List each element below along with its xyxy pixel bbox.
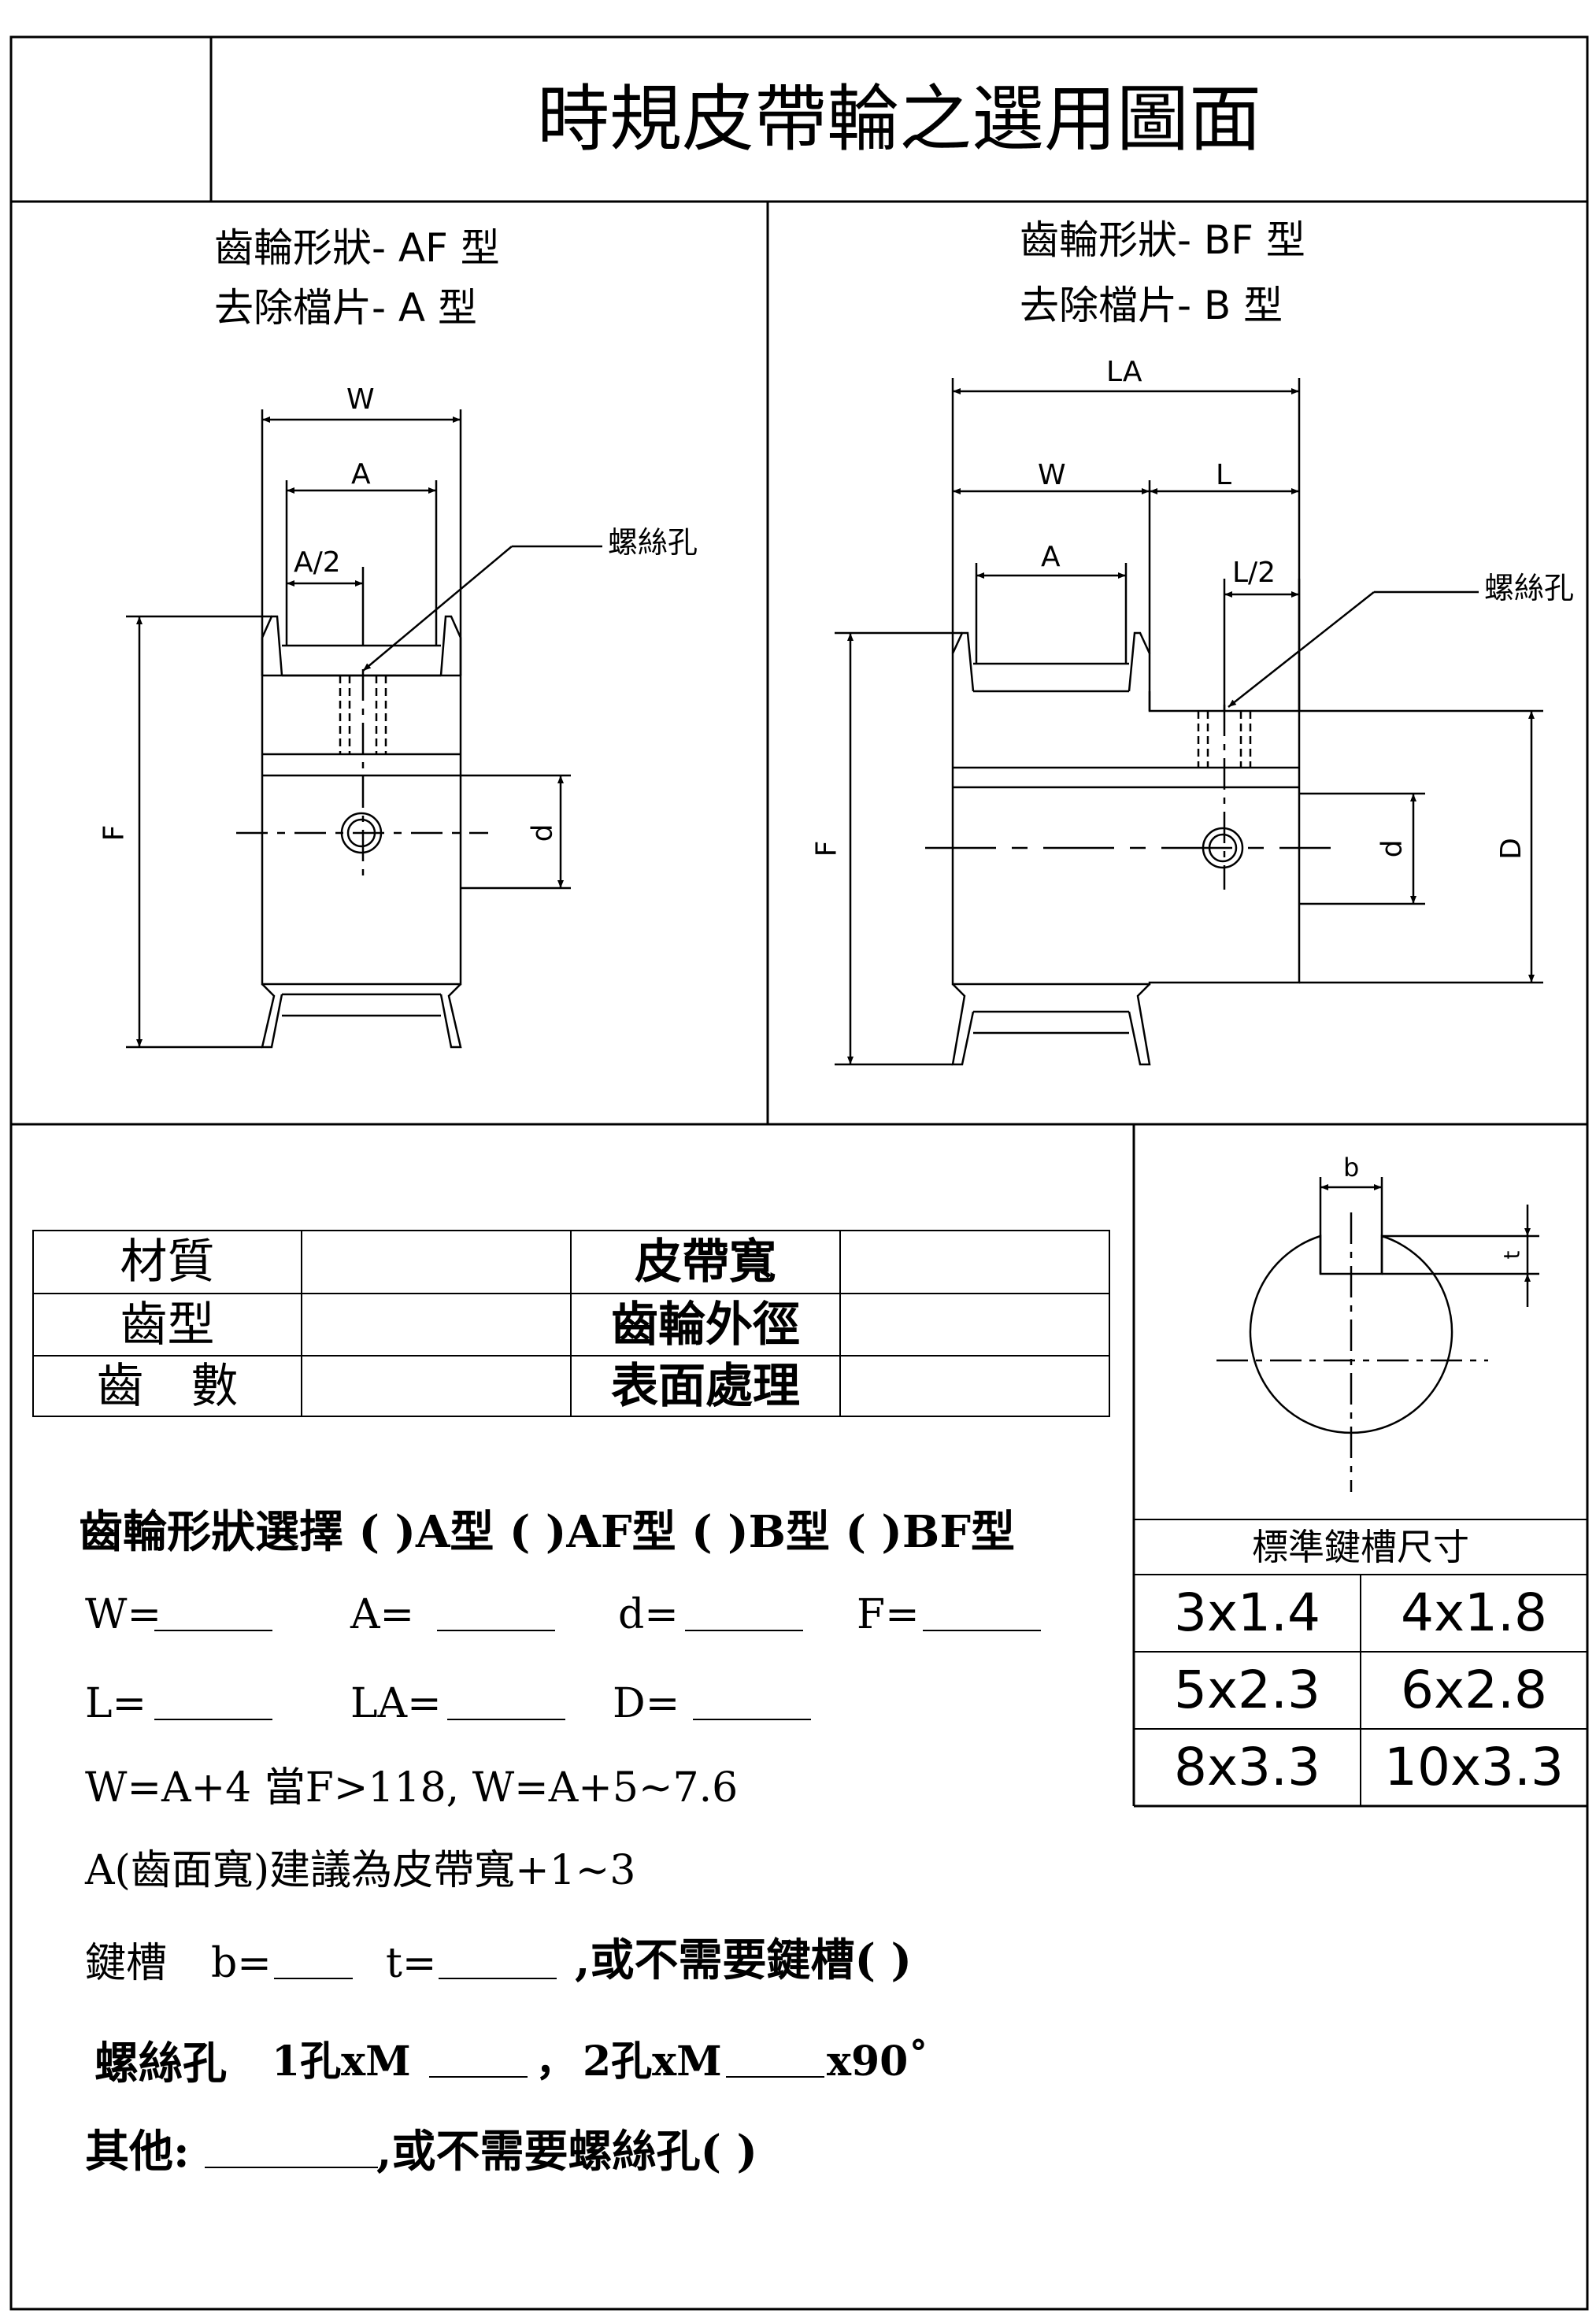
l-field[interactable] <box>154 1719 272 1720</box>
screw-two-hole-label: 2孔xM <box>583 2038 722 2086</box>
other-field[interactable] <box>205 2167 378 2168</box>
keyway-size-cell: 5x2.3 <box>1173 1660 1320 1720</box>
spec-label-outer-diameter: 齒輪外徑 <box>611 1297 800 1353</box>
pulley-bf-drawing <box>835 378 1543 1066</box>
keyway-b-field[interactable] <box>274 1978 353 1979</box>
spec-value-belt-width[interactable] <box>840 1231 1109 1294</box>
dd-field-label: D= <box>613 1680 680 1727</box>
spec-value-outer-diameter[interactable] <box>840 1294 1109 1356</box>
screw-two-hole-field[interactable] <box>726 2076 824 2078</box>
dd-field[interactable] <box>693 1719 811 1720</box>
drawing-b-caption-2: 去除檔片- B 型 <box>1020 283 1283 328</box>
spec-value-tooth-type[interactable] <box>302 1294 571 1356</box>
keyway-t-field[interactable] <box>439 1978 557 1979</box>
f-field[interactable] <box>923 1630 1041 1631</box>
keyway-t-field-label: t= <box>386 1940 437 1987</box>
a-field[interactable] <box>437 1630 555 1631</box>
d-field[interactable] <box>685 1630 803 1631</box>
keyway-size-cell: 10x3.3 <box>1383 1737 1564 1797</box>
screw-hole-label-a: 螺絲孔 <box>608 525 698 560</box>
keyway-size-cell: 3x1.4 <box>1173 1582 1320 1643</box>
dim-a-label: A <box>351 458 371 490</box>
screw-hole-label-b: 螺絲孔 <box>1484 571 1575 605</box>
dim-l-label: L <box>1216 459 1232 491</box>
screw-angle-label: x90˚ <box>827 2038 929 2086</box>
la-field-label: LA= <box>350 1680 442 1727</box>
keyway-table-title: 標準鍵槽尺寸 <box>1252 1526 1469 1568</box>
dim-d-label: d <box>526 824 559 842</box>
screw-field-label: 螺絲孔 <box>94 2038 227 2089</box>
dim-w-label: W <box>346 383 375 416</box>
w-field[interactable] <box>154 1630 272 1631</box>
dim-la-label: LA <box>1106 356 1142 388</box>
screw-one-hole-field[interactable] <box>429 2076 528 2078</box>
f-field-label: F= <box>857 1591 920 1638</box>
page-title: 時規皮帶輪之選用圖面 <box>536 76 1261 161</box>
note-face-width: A(齒面寬)建議為皮帶寬+1~3 <box>85 1847 636 1894</box>
keyway-t-label: t <box>1498 1250 1525 1260</box>
drawing-a-caption-2: 去除檔片- A 型 <box>214 285 478 331</box>
l-field-label: L= <box>85 1680 147 1727</box>
dim-a-half-label: A/2 <box>294 546 341 579</box>
spec-value-tooth-count[interactable] <box>302 1356 571 1416</box>
keyway-size-cell: 8x3.3 <box>1173 1737 1320 1797</box>
d-field-label: d= <box>618 1591 679 1638</box>
spec-label-material: 材質 <box>120 1234 215 1290</box>
dim-l-half-label: L/2 <box>1232 557 1276 589</box>
note-width-rule: W=A+4 當F>118, W=A+5~7.6 <box>85 1764 739 1812</box>
dim-w-label-b: W <box>1038 459 1066 491</box>
spec-label-surface-treatment: 表面處理 <box>611 1358 800 1414</box>
shape-select-line[interactable]: 齒輪形狀選擇 ( )A型 ( )AF型 ( )B型 ( )BF型 <box>79 1506 1016 1558</box>
screw-one-hole-label: 1孔xM <box>272 2038 411 2086</box>
drawing-b-caption-1: 齒輪形狀- BF 型 <box>1020 217 1305 263</box>
keyway-table-lines <box>1134 1519 1587 1806</box>
dim-d-label-b: d <box>1376 839 1409 858</box>
screw-none-option[interactable]: ,或不需要螺絲孔( ) <box>376 2126 757 2178</box>
keyway-none-option[interactable]: ,或不需要鍵槽( ) <box>575 1934 912 1986</box>
a-field-label: A= <box>350 1591 415 1638</box>
keyway-section <box>1216 1177 1539 1492</box>
spec-value-material[interactable] <box>302 1231 571 1294</box>
pulley-af-drawing <box>126 409 602 1049</box>
spec-label-belt-width: 皮帶寬 <box>635 1234 776 1290</box>
w-field-label: W= <box>85 1591 162 1638</box>
sheet-frame <box>9 35 1589 2311</box>
spec-label-tooth-count: 齒 數 <box>96 1358 239 1414</box>
drawing-a-caption-1: 齒輪形狀- AF 型 <box>214 225 500 271</box>
keyway-b-field-label: b= <box>211 1940 272 1987</box>
spec-label-tooth-type: 齒型 <box>120 1297 215 1353</box>
spec-value-surface-treatment[interactable] <box>840 1356 1109 1416</box>
other-field-label: 其他: <box>85 2126 190 2178</box>
dim-f-label-b: F <box>810 840 843 857</box>
spec-table-lines <box>32 1230 1110 1417</box>
screw-separator: ， <box>535 2038 577 2086</box>
keyway-b-label: b <box>1343 1153 1360 1183</box>
dim-a-label-b: A <box>1041 541 1061 573</box>
keyway-size-cell: 4x1.8 <box>1400 1582 1547 1643</box>
keyway-size-cell: 6x2.8 <box>1400 1660 1547 1720</box>
dim-f-label: F <box>98 824 131 842</box>
la-field[interactable] <box>447 1719 565 1720</box>
keyway-field-label: 鍵槽 <box>85 1940 168 1987</box>
dim-dd-label: D <box>1494 838 1527 860</box>
